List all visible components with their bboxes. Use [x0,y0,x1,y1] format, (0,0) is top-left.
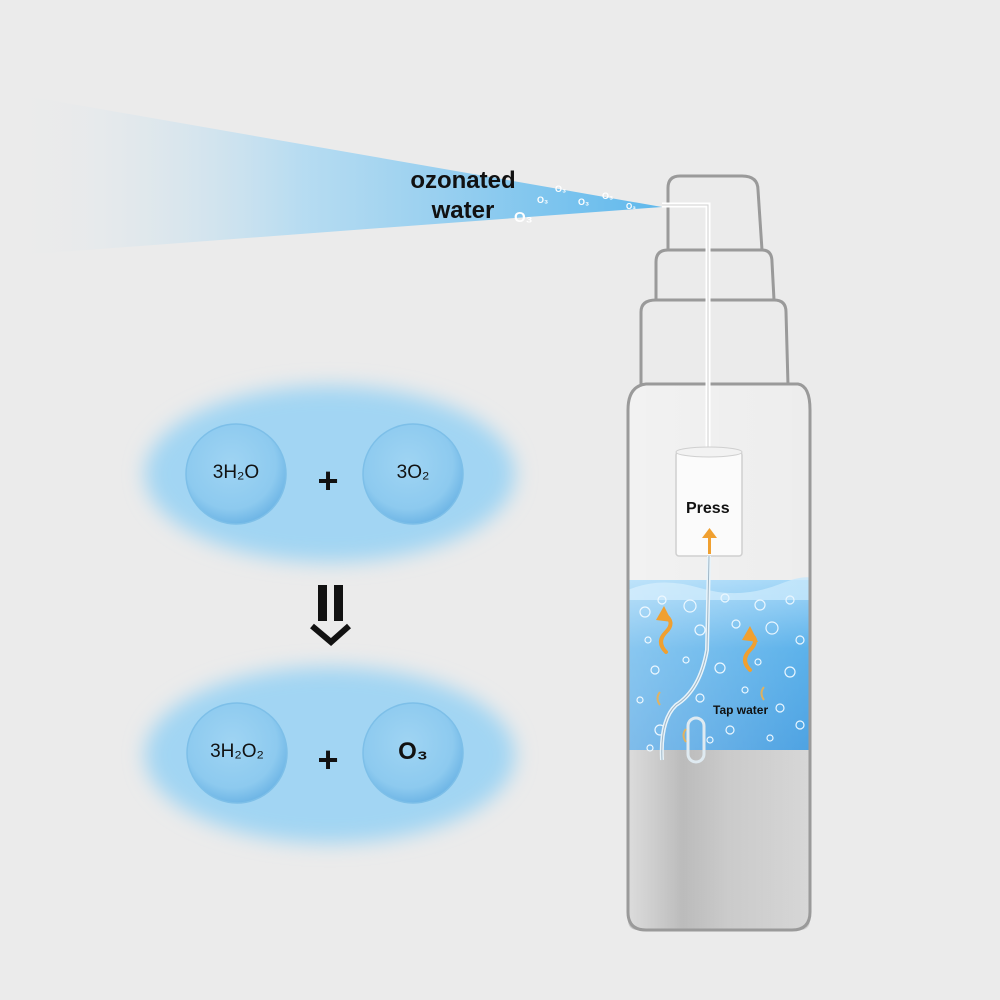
small-rising-arrow-icon [656,686,765,743]
molecule-label-o3: O₃ [398,738,428,765]
reaction-arrow [310,585,351,646]
ozone-particle: O₃ [626,202,636,211]
electrode [686,716,706,764]
ozonated-water-label-line2: water [431,197,495,224]
ozone-particle: O₃ [578,197,589,207]
ozone-particle-large: O₃ [514,209,533,226]
ozonated-water-label-line1: ozonated [410,167,516,194]
molecule-circle-o2 [362,423,464,525]
ozone-particles: O₃ O₃ O₃ O₃ O₃ O₃ [514,184,636,226]
spray-bottle [626,174,812,932]
plus-sign-bottom: + [317,739,339,780]
molecule-circle-h2o2 [186,702,288,804]
tap-water-label: Tap water [713,703,769,717]
press-label: Press [686,500,730,517]
spray-cone [10,95,662,255]
ozone-particle: O₃ [555,184,566,194]
molecule-label-h2o: 3H₂O [212,462,260,483]
molecule-circle-h2o [185,423,287,525]
molecule-label-o2: 3O₂ [396,462,430,483]
plus-sign-top: + [317,460,339,501]
molecule-label-h2o2: 3H₂O₂ [210,741,264,762]
press-arrow-icon [702,528,717,554]
molecule-circle-o3 [362,702,464,804]
ozonated-water-label: ozonated water [398,166,528,226]
ozone-particle: O₃ [602,191,613,201]
ozone-particle: O₃ [537,195,548,205]
